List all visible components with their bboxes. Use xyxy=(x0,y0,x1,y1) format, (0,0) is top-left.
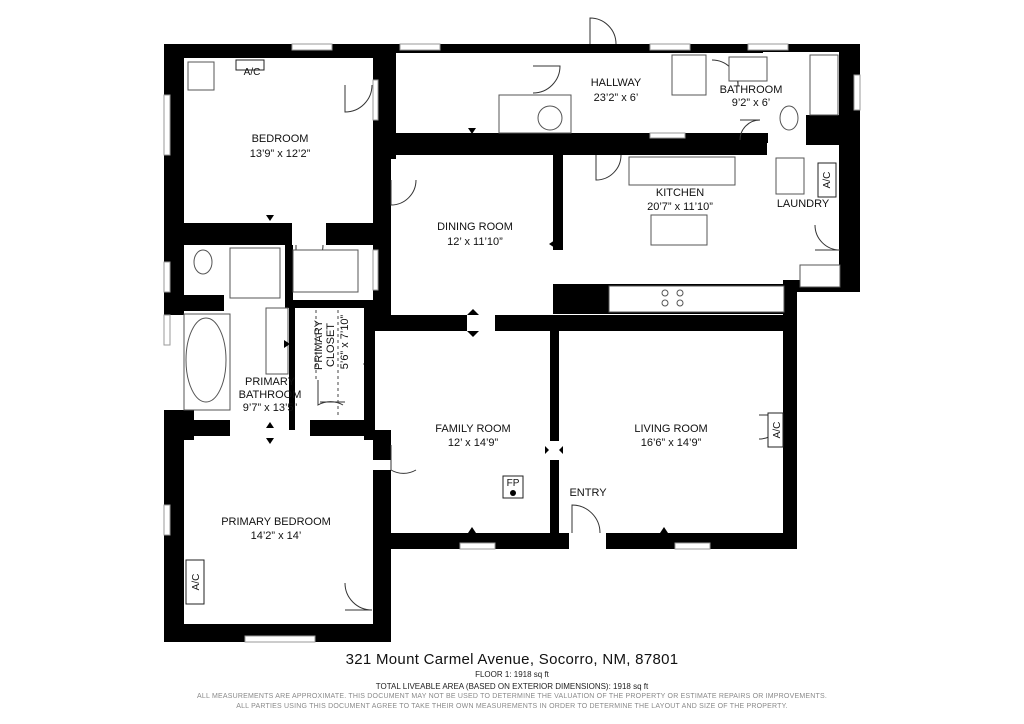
hallway-name: HALLWAY xyxy=(591,77,642,89)
primary-bathroom-dims: 9’7” x 13’5” xyxy=(243,402,298,414)
bathroom-name: BATHROOM xyxy=(720,84,783,96)
ac-label-living: A/C xyxy=(772,422,783,439)
floor-area: FLOOR 1: 1918 sq ft xyxy=(475,670,549,679)
family-name: FAMILY ROOM xyxy=(435,423,510,435)
primary-closet-name-1: PRIMARY xyxy=(313,319,325,370)
fixtures xyxy=(183,54,841,411)
hallway-dims: 23’2” x 6’ xyxy=(594,92,639,104)
bedroom-dims: 13’9” x 12’2” xyxy=(250,148,311,160)
zone-markers xyxy=(266,128,668,533)
primary-tub xyxy=(185,317,227,403)
living-name: LIVING ROOM xyxy=(634,423,707,435)
property-address: 321 Mount Carmel Avenue, Socorro, NM, 87… xyxy=(345,651,679,668)
primary-closet-dims: 5’6” x 7’10” xyxy=(339,314,351,369)
bath-tub xyxy=(809,54,839,116)
fireplace-label: FP xyxy=(507,478,520,489)
disclaimer-line-1: ALL MEASUREMENTS ARE APPROXIMATE. THIS D… xyxy=(197,693,827,700)
disclaimer-line-2: ALL PARTIES USING THIS DOCUMENT AGREE TO… xyxy=(236,703,788,710)
bedroom-sink xyxy=(187,61,215,91)
water-heater xyxy=(537,105,563,131)
kitchen-dims: 20’7” x 11’10” xyxy=(647,201,713,213)
fireplace-dot xyxy=(510,490,516,496)
ac-label-laundry: A/C xyxy=(822,172,833,189)
bath-sink xyxy=(728,56,768,82)
washer xyxy=(775,157,805,195)
ac-label-bedroom: A/C xyxy=(244,67,261,78)
kitchen-name: KITCHEN xyxy=(656,187,704,199)
total-liveable-area: TOTAL LIVEABLE AREA (BASED ON EXTERIOR D… xyxy=(375,682,649,691)
laundry-name: LAUNDRY xyxy=(777,198,830,210)
kitchen-island xyxy=(650,214,708,246)
entry-name: ENTRY xyxy=(569,487,607,499)
primary-sink xyxy=(265,307,289,375)
primary-bathroom-name-2: BATHROOM xyxy=(239,389,302,401)
living-dims: 16’6” x 14’9” xyxy=(641,437,702,449)
dining-dims: 12’ x 11’10” xyxy=(447,236,503,248)
bath-toilet xyxy=(779,105,799,131)
bathroom-dims: 9’2” x 6’ xyxy=(732,97,771,109)
fireplace-icon xyxy=(502,475,524,499)
primary-bedroom-dims: 14’2” x 14’ xyxy=(251,530,302,542)
primary-toilet xyxy=(193,249,213,275)
primary-bathroom-name-1: PRIMARY xyxy=(245,376,296,388)
dining-name: DINING ROOM xyxy=(437,221,513,233)
family-dims: 12’ x 14’9” xyxy=(448,437,499,449)
primary-bedroom-name: PRIMARY BEDROOM xyxy=(221,516,331,528)
ac-label-primary-bedroom: A/C xyxy=(191,574,202,591)
kitchen-counter xyxy=(628,156,736,186)
windows xyxy=(163,43,861,643)
primary-closet-name-2: CLOSET xyxy=(325,323,337,367)
primary-closet-label: PRIMARY xyxy=(313,319,325,370)
bedroom-name: BEDROOM xyxy=(252,133,309,145)
ac-units xyxy=(185,59,837,605)
